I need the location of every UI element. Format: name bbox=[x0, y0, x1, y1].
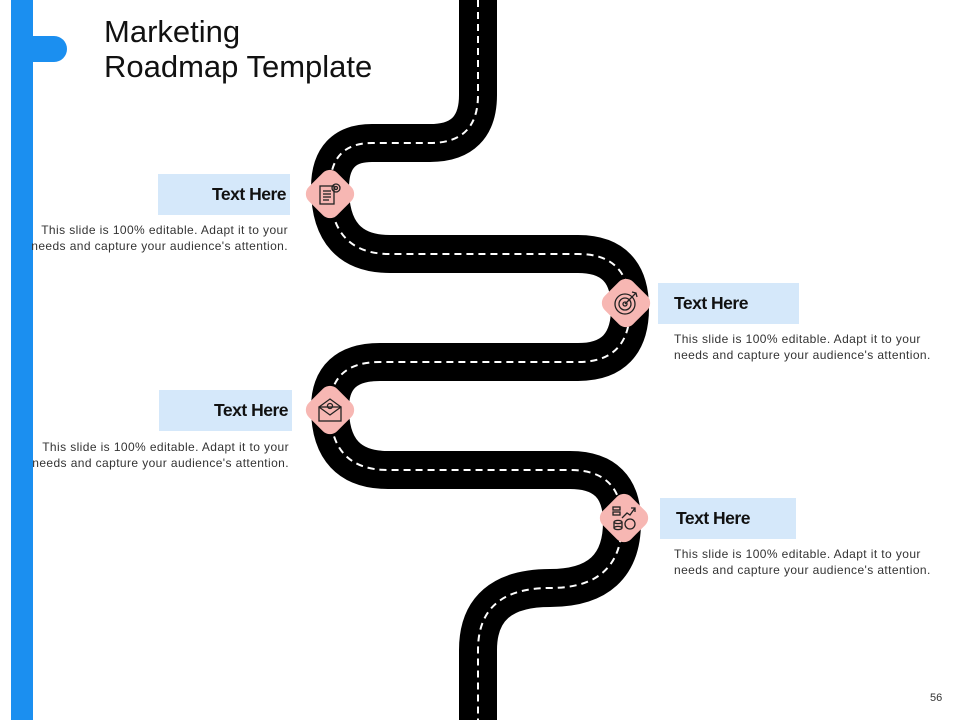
step-4-description: This slide is 100% editable. Adapt it to… bbox=[674, 547, 931, 577]
step-2-badge bbox=[596, 273, 656, 333]
step-4-badge bbox=[594, 488, 654, 548]
page-title: Marketing Roadmap Template bbox=[104, 14, 372, 84]
target-arrow-icon bbox=[614, 291, 638, 315]
growth-coins-icon bbox=[612, 506, 636, 531]
step-1-description: This slide is 100% editable. Adapt it to… bbox=[31, 223, 288, 253]
step-1-badge bbox=[300, 164, 360, 224]
step-1-label: Text Here bbox=[158, 174, 290, 215]
step-3-badge bbox=[300, 380, 360, 440]
title-line-1: Marketing bbox=[104, 14, 241, 49]
step-2-description: This slide is 100% editable. Adapt it to… bbox=[674, 332, 931, 362]
email-envelope-icon bbox=[318, 398, 342, 422]
step-2-label: Text Here bbox=[658, 283, 799, 324]
accent-sidebar bbox=[11, 0, 33, 720]
title-line-2: Roadmap Template bbox=[104, 49, 373, 84]
accent-tab bbox=[11, 36, 67, 62]
document-gear-icon bbox=[319, 183, 341, 205]
page-number: 56 bbox=[930, 692, 943, 704]
step-3-description: This slide is 100% editable. Adapt it to… bbox=[32, 440, 289, 470]
step-3-label: Text Here bbox=[159, 390, 292, 431]
step-4-label: Text Here bbox=[660, 498, 796, 539]
